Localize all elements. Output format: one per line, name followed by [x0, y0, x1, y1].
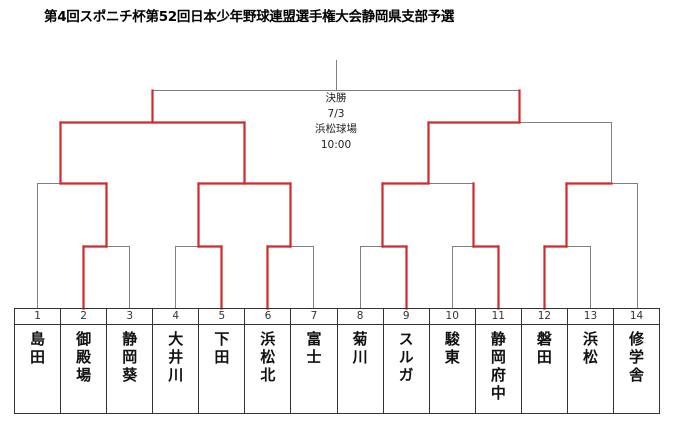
team-name: スルガ: [396, 331, 415, 385]
team-column: 11 静岡府中: [475, 309, 522, 413]
team-name: 御殿場: [74, 331, 93, 385]
team-number: 11: [475, 309, 521, 325]
team-number: 1: [15, 309, 61, 325]
team-column: 5 下田: [199, 309, 246, 413]
final-label: 決勝: [325, 92, 347, 104]
final-info: 決勝 7/3 浜松球場 10:00: [286, 91, 386, 153]
team-number: 14: [614, 309, 660, 325]
team-name: 駿東: [442, 331, 461, 367]
team-number: 8: [337, 309, 383, 325]
team-name: 島田: [28, 331, 47, 367]
team-number: 5: [199, 309, 245, 325]
team-column: 6 浜松北: [245, 309, 292, 413]
team-column: 2 御殿場: [61, 309, 108, 413]
final-venue: 浜松球場: [315, 123, 357, 135]
team-column: 3 静岡葵: [107, 309, 154, 413]
team-name: 菊川: [350, 331, 369, 367]
team-number: 9: [383, 309, 429, 325]
team-number: 2: [61, 309, 107, 325]
team-name: 静岡府中: [488, 331, 507, 403]
team-name: 浜松: [580, 331, 599, 367]
team-number: 10: [429, 309, 475, 325]
team-column: 13 浜松: [567, 309, 615, 413]
team-table: 1 島田 2 御殿場 3 静岡葵 4 大井川 5 下田 6 浜松北 7 富士 8 菊川 9 スルガ 10 駿東 11 静岡…: [14, 308, 660, 414]
team-column: 12 磐田: [521, 309, 568, 413]
team-column: 7 富士: [291, 309, 338, 413]
team-column: 4 大井川: [153, 309, 200, 413]
team-name: 修学舎: [627, 331, 646, 385]
team-column: 1 島田: [15, 309, 62, 413]
team-number: 12: [521, 309, 567, 325]
team-name: 静岡葵: [120, 331, 139, 385]
team-column: 9 スルガ: [383, 309, 430, 413]
team-number: 4: [153, 309, 199, 325]
team-number: 3: [107, 309, 153, 325]
team-name: 下田: [212, 331, 231, 367]
team-name: 大井川: [166, 331, 185, 385]
team-number: 6: [245, 309, 291, 325]
team-column: 14 修学舎: [614, 309, 660, 413]
team-name: 磐田: [534, 331, 553, 367]
team-name: 富士: [304, 331, 323, 367]
team-name: 浜松北: [258, 331, 277, 385]
final-time: 10:00: [320, 138, 352, 151]
team-number: 13: [567, 309, 614, 325]
page-title: 第4回スポニチ杯第52回日本少年野球連盟選手権大会静岡県支部予選: [44, 9, 455, 25]
team-number: 7: [291, 309, 337, 325]
team-column: 8 菊川: [337, 309, 384, 413]
final-date: 7/3: [327, 107, 345, 120]
team-column: 10 駿東: [429, 309, 476, 413]
